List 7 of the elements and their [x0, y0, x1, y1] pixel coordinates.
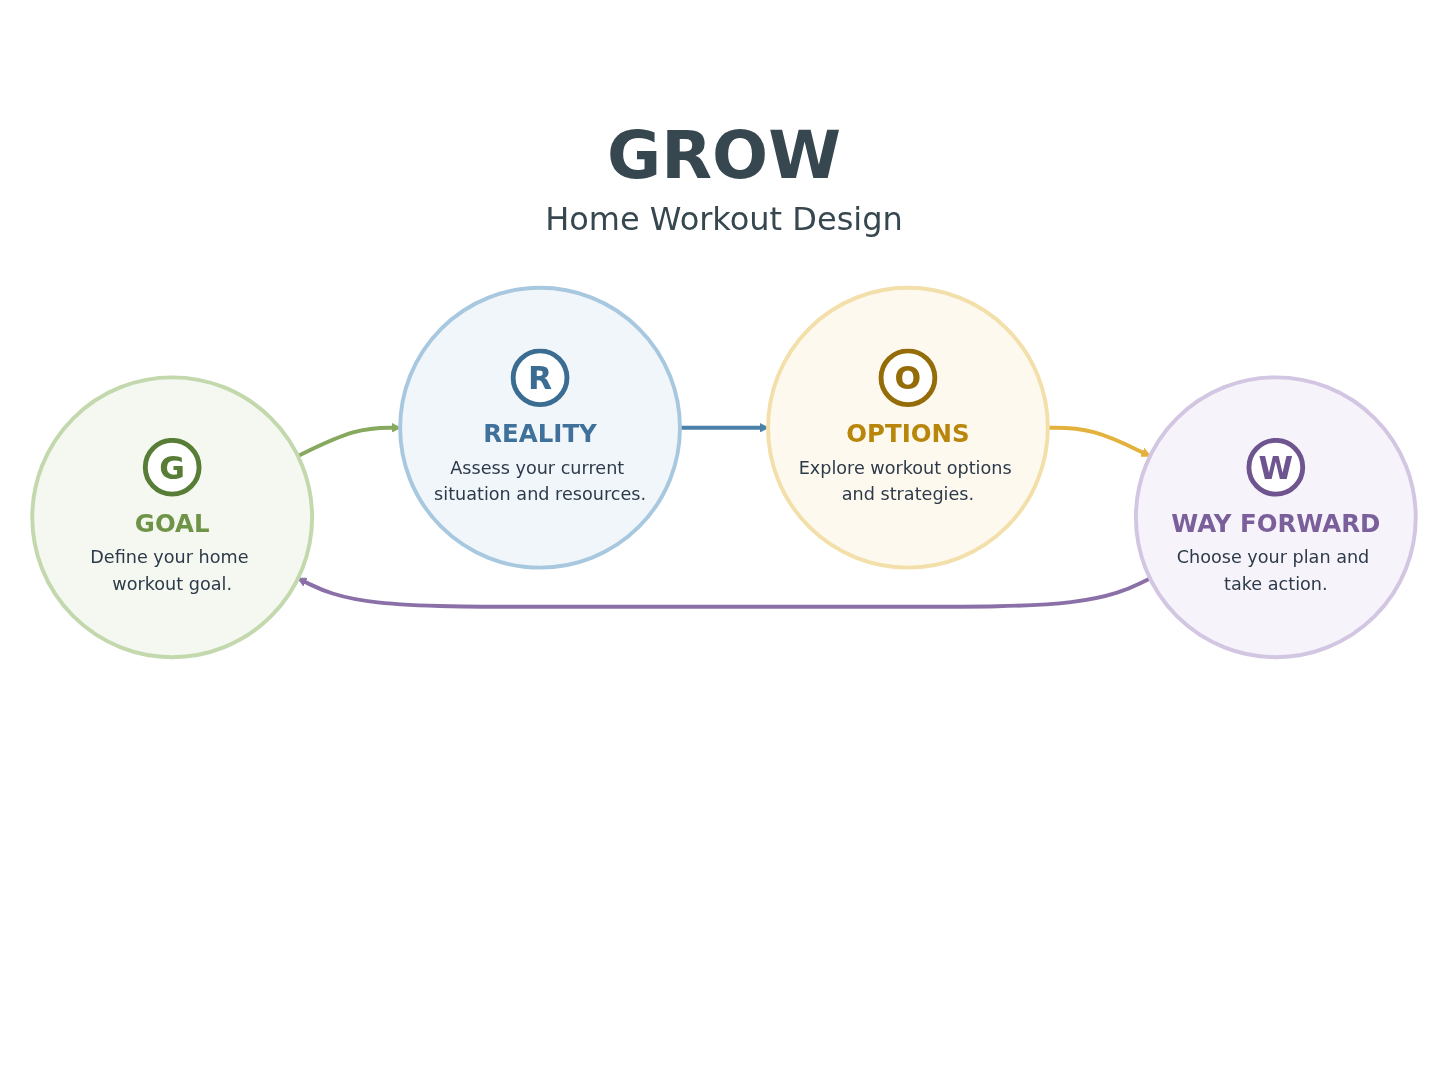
- arrow: [297, 576, 1151, 609]
- subtitle-text: Home Workout Design: [545, 198, 903, 240]
- node-circle: W WAY FORWARD Choose your plan and take action.: [1133, 375, 1418, 660]
- node-circle: G GOAL Define your home workout goal.: [30, 375, 315, 660]
- node-circle: R REALITY Assess your current situation and resources.: [398, 286, 682, 570]
- node-circle: O OPTIONS Explore workout options and strategies.: [766, 286, 1050, 570]
- diagram-title: GROW: [606, 120, 842, 193]
